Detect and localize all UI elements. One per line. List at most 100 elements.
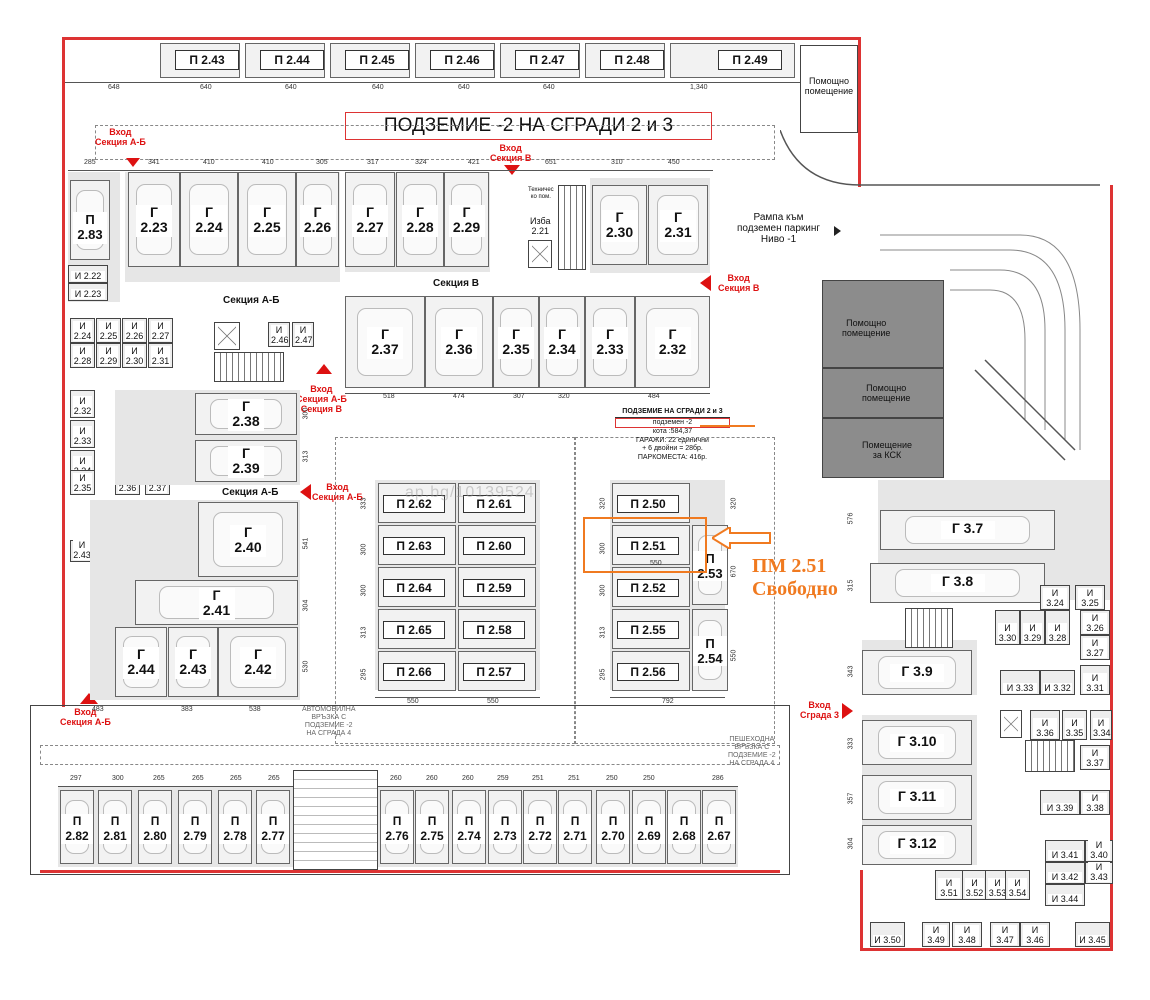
storage-unit[interactable]: И 3.47 <box>990 922 1020 947</box>
storage-unit[interactable]: И 3.49 <box>922 922 950 947</box>
garage-label[interactable]: Г 3.11 <box>890 788 944 807</box>
parking-slot-label[interactable]: П 2.46 <box>430 50 494 70</box>
parking-slot-label[interactable]: П 2.59 <box>463 579 525 597</box>
parking-slot-label[interactable]: П 2.66 <box>383 663 445 681</box>
storage-unit[interactable]: И 3.36 <box>1030 710 1060 740</box>
storage-unit[interactable]: И 2.43 <box>70 540 94 562</box>
storage-unit[interactable]: И 2.23 <box>68 283 108 301</box>
garage-label[interactable]: Г 3.8 <box>930 574 985 592</box>
parking-slot-label[interactable]: П 2.56 <box>617 663 679 681</box>
storage-unit[interactable]: И 2.47 <box>292 322 314 347</box>
storage-unit[interactable]: И 3.42 <box>1045 862 1085 884</box>
storage-unit[interactable]: И 3.52 <box>962 870 987 900</box>
storage-unit[interactable]: И 3.27 <box>1080 635 1110 660</box>
parking-slot-label[interactable]: П 2.61 <box>463 495 525 513</box>
parking-slot-label[interactable]: П 2.44 <box>260 50 324 70</box>
storage-unit[interactable]: И 3.28 <box>1045 610 1070 645</box>
storage-unit[interactable]: И 3.51 <box>935 870 963 900</box>
storage-unit[interactable]: И 3.29 <box>1020 610 1045 645</box>
parking-slot-label[interactable]: П 2.57 <box>463 663 525 681</box>
storage-unit[interactable]: И 3.38 <box>1080 790 1110 815</box>
storage-unit[interactable]: И 2.31 <box>148 343 173 368</box>
highlight-box[interactable] <box>583 517 707 573</box>
storage-unit[interactable]: И 3.26 <box>1080 610 1110 635</box>
parking-slot-label[interactable]: П 2.51 <box>617 537 679 555</box>
storage-unit[interactable]: И 3.34 <box>1090 710 1112 740</box>
parking-slot-label[interactable]: П 2.64 <box>383 579 445 597</box>
storage-unit[interactable]: И 2.35 <box>70 470 95 495</box>
parking-slot-label[interactable]: П 2.52 <box>617 579 679 597</box>
storage-unit[interactable]: И 3.33 <box>1000 670 1040 695</box>
storage-unit[interactable]: И 2.28 <box>70 343 95 368</box>
storage-unit[interactable]: И 3.40 <box>1085 840 1113 862</box>
storage-unit[interactable]: И 2.26 <box>122 318 147 343</box>
storage-unit[interactable]: И 2.24 <box>70 318 95 343</box>
storage-unit[interactable]: И 3.54 <box>1005 870 1030 900</box>
garage-label[interactable]: Г 3.7 <box>940 521 995 539</box>
storage-unit[interactable]: И 3.31 <box>1080 665 1110 695</box>
parking-slot-label[interactable]: П 2.50 <box>617 495 679 513</box>
storage-unit[interactable]: И 2.25 <box>96 318 121 343</box>
storage-unit[interactable]: И 3.37 <box>1080 745 1110 770</box>
parking-slot-label[interactable]: П 2.62 <box>383 495 445 513</box>
storage-unit[interactable]: И 3.45 <box>1075 922 1110 947</box>
storage-unit[interactable]: И 3.46 <box>1020 922 1050 947</box>
garage-label[interactable]: Г 3.9 <box>890 663 944 682</box>
storage-unit[interactable]: И 2.29 <box>96 343 121 368</box>
storage-unit[interactable]: И 3.25 <box>1075 585 1105 610</box>
storage-unit[interactable]: И 3.24 <box>1040 585 1070 610</box>
parking-slot-label[interactable]: П 2.55 <box>617 621 679 639</box>
storage-unit[interactable]: И 3.35 <box>1062 710 1087 740</box>
parking-slot-label[interactable]: П 2.48 <box>600 50 664 70</box>
garage-label[interactable]: Г 3.12 <box>890 836 944 854</box>
storage-unit[interactable]: И 2.30 <box>122 343 147 368</box>
parking-slot-label[interactable]: П 2.65 <box>383 621 445 639</box>
parking-slot-label[interactable]: П 2.43 <box>175 50 239 70</box>
garage-label[interactable]: Г 3.10 <box>890 733 944 752</box>
storage-unit[interactable]: И 2.27 <box>148 318 173 343</box>
storage-unit[interactable]: И 2.22 <box>68 265 108 283</box>
parking-slot-label[interactable]: П 2.60 <box>463 537 525 555</box>
storage-unit[interactable]: И 2.33 <box>70 420 95 448</box>
storage-unit[interactable]: И 3.50 <box>870 922 905 947</box>
parking-slot-label[interactable]: П 2.58 <box>463 621 525 639</box>
storage-unit[interactable]: И 3.48 <box>952 922 982 947</box>
storage-unit[interactable]: И 2.46 <box>268 322 290 347</box>
parking-slot-label[interactable]: П 2.45 <box>345 50 409 70</box>
storage-unit[interactable]: И 3.41 <box>1045 840 1085 862</box>
storage-unit[interactable]: И 3.43 <box>1085 862 1113 884</box>
parking-slot-label[interactable]: П 2.47 <box>515 50 579 70</box>
